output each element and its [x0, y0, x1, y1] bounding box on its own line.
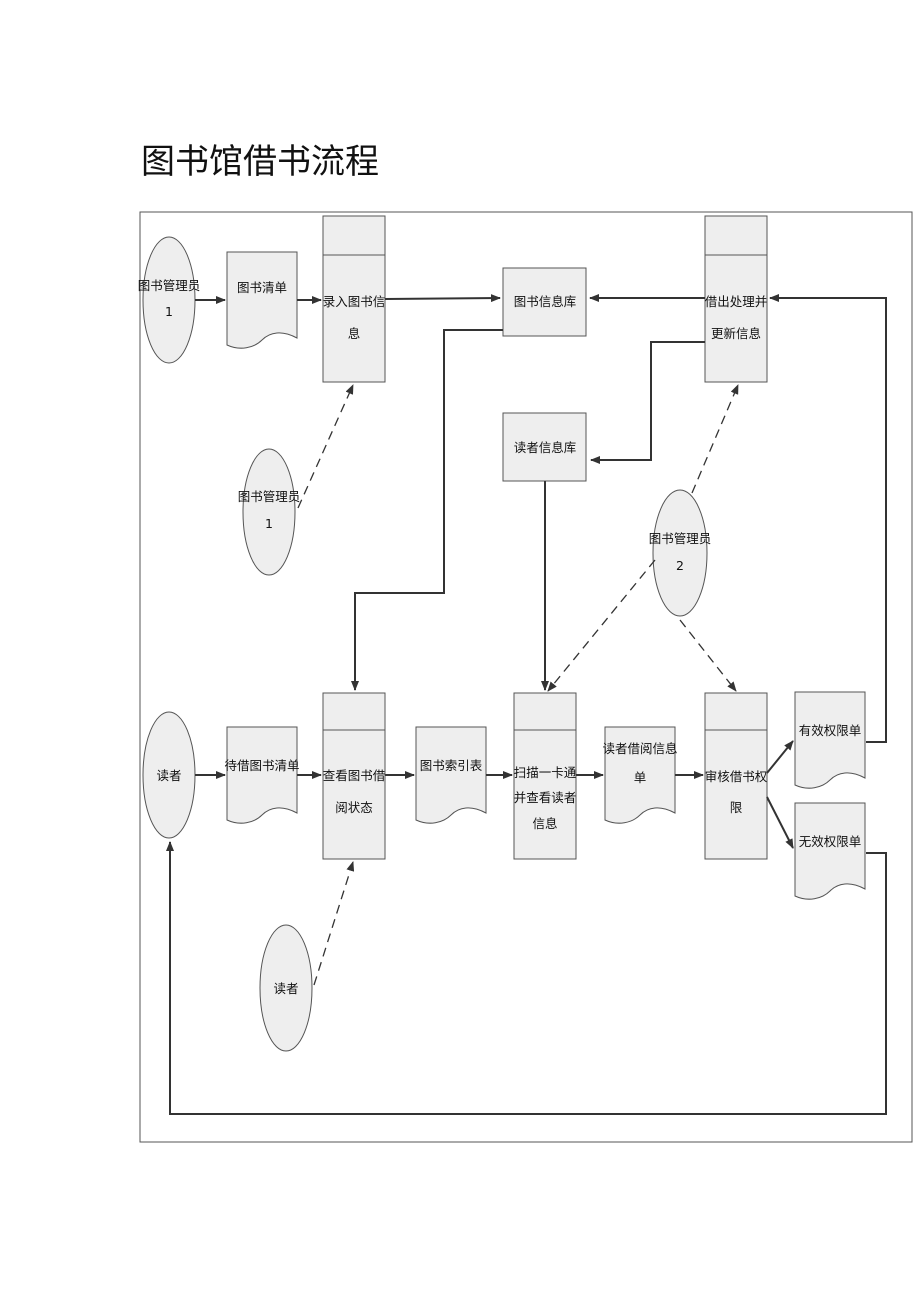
svg-text:图书信息库: 图书信息库 [514, 294, 577, 309]
svg-text:读者信息库: 读者信息库 [514, 440, 577, 455]
reader-ellipse-secondary: 读者 [259, 924, 313, 1052]
svg-text:扫描一卡通并查看读者信息: 扫描一卡通并查看读者信息 [514, 765, 577, 831]
arrow-bookdb-to-check [351, 329, 503, 691]
dashed-reader-to-check [313, 861, 355, 986]
dashed-librarian2-to-scan [547, 559, 656, 692]
arrow-verify-to-valid [766, 740, 794, 774]
svg-text:读者借阅信息单: 读者借阅信息单 [602, 741, 677, 785]
verify-rights-process: 审核借书权限 [704, 692, 768, 860]
svg-text:有效权限单: 有效权限单 [799, 723, 862, 738]
svg-text:查看图书借阅状态: 查看图书借阅状态 [323, 768, 386, 815]
book-list-document: 图书清单 [226, 251, 298, 349]
svg-text:录入图书信息: 录入图书信息 [323, 294, 386, 341]
arrow-return-to-lend [769, 294, 887, 743]
svg-text:图书索引表: 图书索引表 [420, 758, 483, 773]
invalid-rights-document: 无效权限单 [794, 802, 866, 900]
dashed-librarian1-to-enter [297, 384, 354, 509]
diagram-frame [139, 211, 913, 1143]
svg-text:审核借书权限: 审核借书权限 [705, 769, 768, 815]
borrow-info-document: 读者借阅信息单 [602, 726, 678, 824]
check-status-process: 查看图书借阅状态 [322, 692, 386, 860]
valid-rights-document: 有效权限单 [794, 691, 866, 789]
reader-database: 读者信息库 [502, 412, 587, 482]
scan-card-process: 扫描一卡通并查看读者信息 [513, 692, 577, 860]
dashed-librarian2-to-verify [679, 619, 737, 692]
dashed-librarian2-to-lend [691, 384, 739, 494]
arrow-enter-to-bookdb [384, 294, 501, 303]
page-title: 图书馆借书流程 [141, 142, 379, 182]
arrow-verify-to-invalid [766, 796, 794, 849]
reader-ellipse: 读者 [142, 711, 196, 839]
svg-text:待借图书清单: 待借图书清单 [224, 758, 299, 773]
pending-books-document: 待借图书清单 [224, 726, 300, 824]
book-index-document: 图书索引表 [415, 726, 487, 824]
arrow-invalid-to-reader [166, 841, 887, 1115]
svg-text:借出处理并更新信息: 借出处理并更新信息 [705, 294, 768, 341]
svg-text:读者: 读者 [156, 768, 181, 783]
svg-text:无效权限单: 无效权限单 [799, 834, 862, 849]
svg-text:图书清单: 图书清单 [237, 280, 287, 295]
lend-update-process: 借出处理并更新信息 [704, 215, 768, 383]
arrow-lend-to-readerdb [590, 341, 705, 464]
svg-text:读者: 读者 [273, 981, 298, 996]
enter-book-info-process: 录入图书信息 [322, 215, 386, 383]
book-database: 图书信息库 [502, 267, 587, 337]
